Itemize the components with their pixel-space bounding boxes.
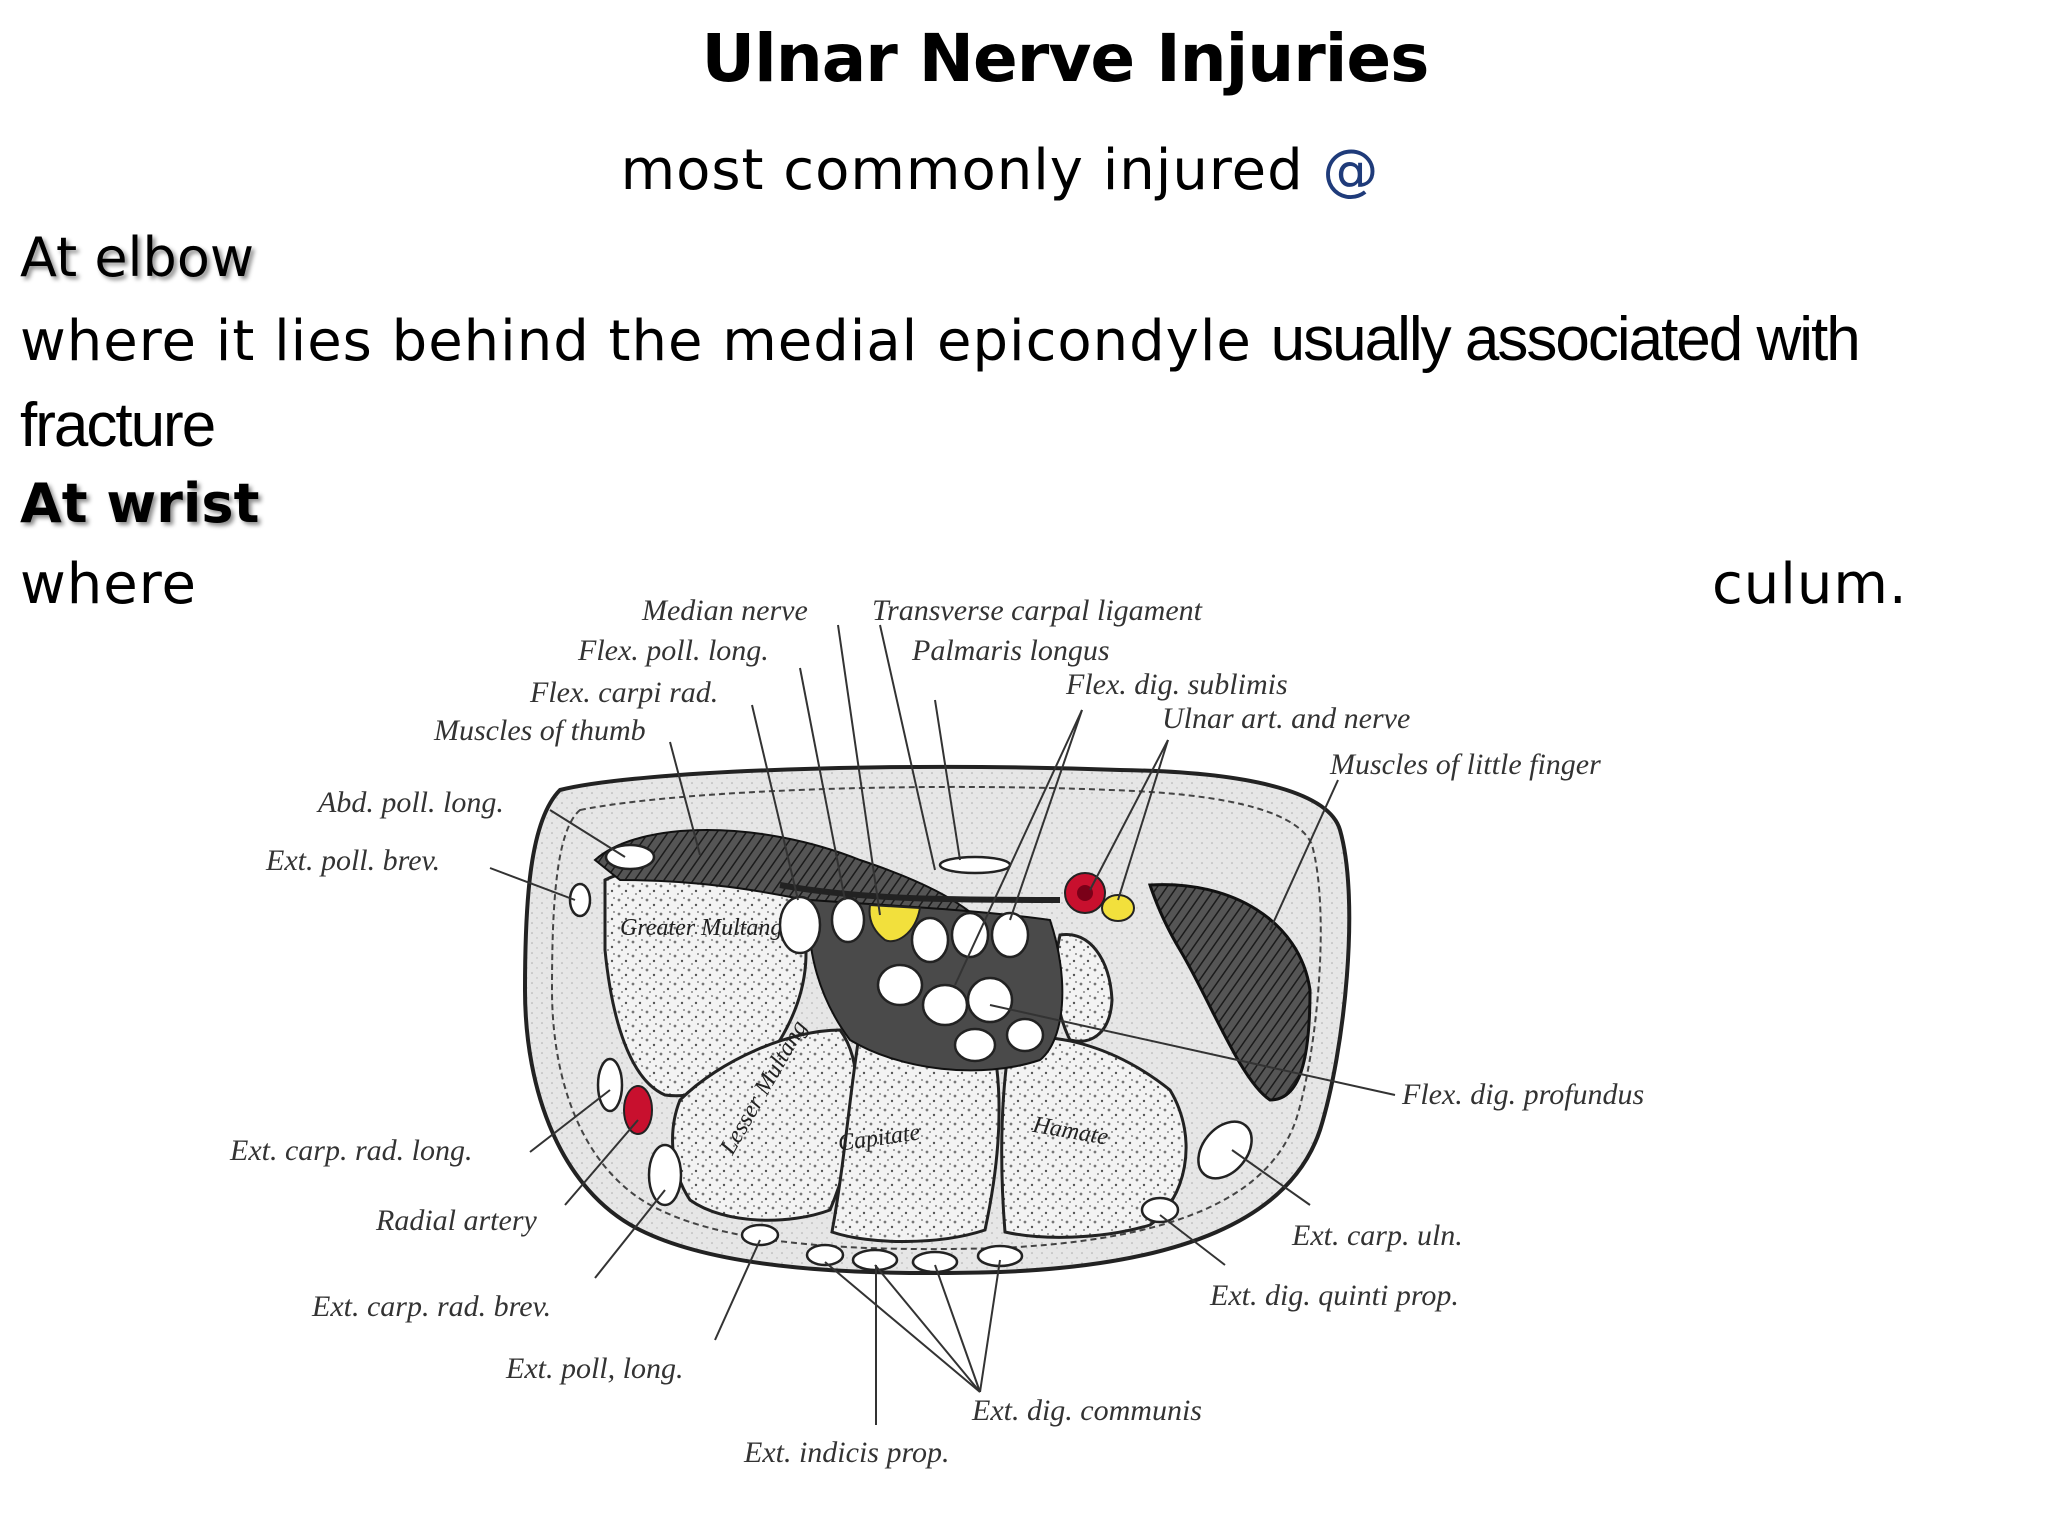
label-abd-poll-long: Abd. poll. long. xyxy=(316,786,504,819)
heading-at-wrist: At wrist xyxy=(20,472,260,535)
label-transverse-carpal-ligament: Transverse carpal ligament xyxy=(872,594,1203,627)
slide-subtitle: most commonly injured @ xyxy=(0,138,2000,203)
label-flex-dig-profundus: Flex. dig. profundus xyxy=(1401,1078,1644,1111)
label-radial-artery: Radial artery xyxy=(375,1204,537,1237)
median-nerve-mark xyxy=(868,903,922,943)
wrist-description-end: culum. xyxy=(1712,552,1908,617)
label-flex-poll-long: Flex. poll. long. xyxy=(577,634,769,667)
elbow-description-line2: fracture xyxy=(20,391,216,460)
label-ext-carp-uln: Ext. carp. uln. xyxy=(1291,1219,1463,1252)
leader-lines xyxy=(489,624,1396,1425)
bone-label-greater: Greater Multang xyxy=(620,915,782,941)
wrist-description-start: where xyxy=(20,552,197,617)
label-ext-dig-communis: Ext. dig. communis xyxy=(971,1394,1202,1427)
slide-title: Ulnar Nerve Injuries xyxy=(701,20,1430,97)
hamate-bone xyxy=(1000,1036,1188,1239)
label-flex-carpi-rad: Flex. carpi rad. xyxy=(529,676,718,709)
label-median-nerve: Median nerve xyxy=(641,594,808,627)
label-flex-dig-sublimis: Flex. dig. sublimis xyxy=(1065,668,1288,701)
label-ulnar-art-and-nerve: Ulnar art. and nerve xyxy=(1162,702,1410,735)
subtitle-at-symbol: @ xyxy=(1322,138,1380,203)
elbow-text-b: usually associated with xyxy=(1270,305,1861,374)
label-ext-carp-rad-long: Ext. carp. rad. long. xyxy=(229,1134,472,1167)
label-muscles-of-little-finger: Muscles of little finger xyxy=(1329,748,1601,781)
label-muscles-of-thumb: Muscles of thumb xyxy=(433,714,646,747)
label-ext-carp-rad-brev: Ext. carp. rad. brev. xyxy=(311,1290,551,1323)
label-ext-indicis-prop: Ext. indicis prop. xyxy=(743,1436,950,1469)
label-palmaris-longus: Palmaris longus xyxy=(911,634,1110,667)
label-ext-poll-long: Ext. poll, long. xyxy=(505,1352,683,1385)
flexor-tendons xyxy=(568,843,1253,1274)
label-ext-poll-brev: Ext. poll. brev. xyxy=(265,844,440,877)
fascia-outline xyxy=(550,785,1322,1251)
elbow-text-a: where it lies behind the medial epicondy… xyxy=(20,309,1271,374)
muscles-of-little-finger-mass xyxy=(1147,883,1312,1102)
label-ext-dig-quinti-prop: Ext. dig. quinti prop. xyxy=(1209,1279,1459,1312)
heading-at-elbow: At elbow xyxy=(20,226,255,289)
transverse-carpal-ligament xyxy=(779,882,1061,903)
elbow-description-line1: where it lies behind the medial epicondy… xyxy=(20,304,1861,375)
ulnar-nerve-mark xyxy=(1101,894,1135,922)
subtitle-text: most commonly injured xyxy=(620,138,1323,203)
radial-artery-mark xyxy=(623,1085,653,1135)
